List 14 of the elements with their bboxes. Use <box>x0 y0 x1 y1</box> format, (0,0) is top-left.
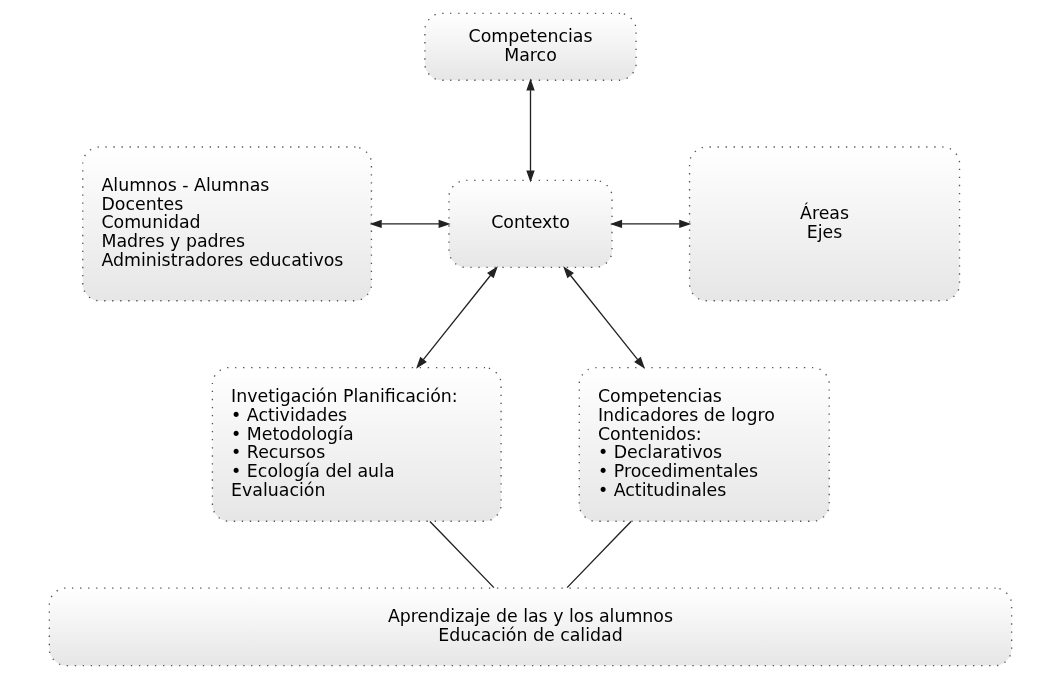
arrow <box>609 219 691 229</box>
connector <box>428 520 495 589</box>
node-box: Áreas Ejes <box>688 146 960 302</box>
node-box: Competencias Indicadores de logro Contenidos: • Declarativos • Procedimentales • Actitudinales <box>578 366 830 522</box>
node-box: Alumnos - Alumnas Docentes Comunidad Madres y padres Administradores educativos <box>81 146 372 302</box>
node-box: Invetigación Planificación: • Actividades • Metodología • Recursos • Ecología del aula Evaluación <box>211 366 502 522</box>
arrow <box>562 266 645 369</box>
node-box: Aprendizaje de las y los alumnos Educación de calidad <box>48 587 1012 667</box>
connector <box>565 520 632 589</box>
node-box: Competencias Marco <box>423 12 637 81</box>
arrow <box>415 266 498 369</box>
node-box: Contexto <box>447 179 613 268</box>
arrow <box>525 78 535 183</box>
arrow <box>369 219 451 229</box>
